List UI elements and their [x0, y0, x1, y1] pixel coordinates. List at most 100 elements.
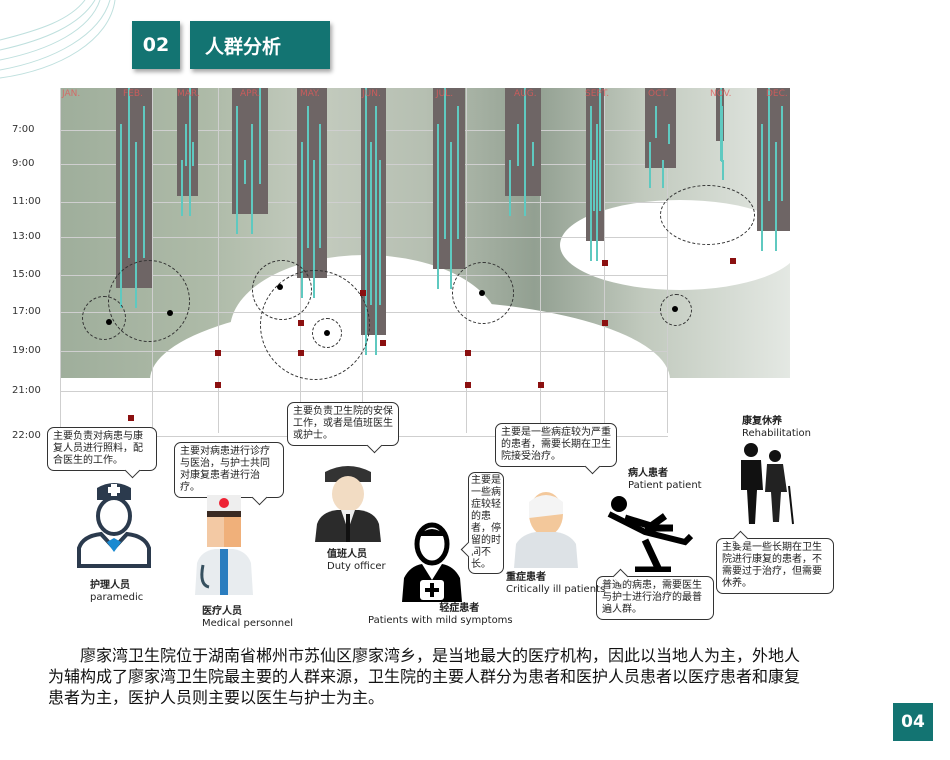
- description-paragraph: 廖家湾卫生院位于湖南省郴州市苏仙区廖家湾乡，是当地最大的医疗机构，因此以当地人为…: [48, 646, 801, 707]
- activity-line: [369, 142, 372, 306]
- time-label: 19:00: [12, 345, 41, 356]
- activity-line: [142, 106, 145, 258]
- grid-line: [540, 88, 541, 433]
- month-bar-aug: [505, 88, 541, 196]
- activity-line: [236, 106, 238, 234]
- event-marker: [465, 350, 471, 356]
- activity-line: [437, 124, 439, 289]
- grid-line: [218, 88, 219, 433]
- month-label: SEPT.: [585, 89, 610, 99]
- role-cn: 值班人员: [327, 549, 367, 560]
- activity-circle: [452, 262, 514, 324]
- activity-line: [767, 88, 770, 201]
- rehabilitation-icon: [741, 443, 794, 525]
- activity-line: [443, 88, 446, 239]
- time-label: 11:00: [12, 196, 41, 207]
- event-marker: [128, 415, 134, 421]
- activity-circle: [660, 185, 755, 245]
- month-label: MAR.: [177, 89, 200, 99]
- role-en: Critically ill patients: [506, 584, 606, 595]
- section-title: 人群分析: [190, 21, 330, 69]
- activity-line: [667, 124, 670, 144]
- activity-line: [524, 88, 526, 216]
- month-label: JUN.: [362, 89, 381, 99]
- month-label: MAY.: [300, 89, 320, 99]
- grid-line: [60, 88, 61, 433]
- activity-line: [192, 142, 195, 166]
- activity-line: [590, 106, 592, 261]
- activity-line: [251, 124, 253, 234]
- role-cn: 轻症患者: [439, 603, 480, 614]
- event-marker: [380, 340, 386, 346]
- activity-line: [721, 106, 723, 161]
- activity-line: [781, 106, 784, 201]
- time-label: 9:00: [12, 158, 35, 169]
- activity-line: [655, 106, 658, 138]
- role-en: Rehabilitation: [742, 428, 812, 439]
- activity-line: [319, 124, 321, 249]
- month-bar-apr: [232, 88, 268, 214]
- mild-patient-icon: [402, 522, 462, 602]
- activity-circle: [260, 270, 370, 380]
- activity-line: [127, 88, 130, 258]
- activity-line: [365, 88, 367, 356]
- patient-chair-icon: [607, 496, 694, 572]
- activity-line: [188, 88, 191, 216]
- decorative-curves: [0, 0, 116, 79]
- role-en: Patients with mild symptoms: [368, 615, 513, 626]
- critical-patient-icon: [514, 492, 578, 568]
- grid-line: [466, 88, 467, 433]
- month-label: FEB.: [123, 89, 143, 99]
- activity-line: [721, 160, 724, 180]
- activity-dot: [106, 319, 112, 325]
- time-label: 15:00: [12, 269, 41, 280]
- event-marker: [360, 290, 366, 296]
- activity-line: [379, 160, 382, 306]
- role-cn: 护理人员: [90, 580, 130, 591]
- month-label: APR.: [240, 89, 261, 99]
- activity-line: [761, 124, 763, 251]
- doctor-bubble: 主要对病患进行诊疗与医治，与护士共同对康复患者进行治疗。: [174, 442, 284, 498]
- activity-circle: [660, 294, 692, 326]
- activity-line: [374, 106, 377, 356]
- activity-line: [135, 142, 137, 308]
- activity-line: [120, 124, 122, 308]
- event-marker: [730, 258, 736, 264]
- activity-line: [596, 124, 598, 261]
- mild-bubble: 主要是一些病症较轻的患者，停留的时间不长。: [468, 472, 504, 574]
- activity-dot: [277, 284, 283, 290]
- duty-bubble: 主要负责卫生院的安保工作，或者是值班医生或护士。: [287, 402, 399, 446]
- event-marker: [602, 320, 608, 326]
- critical-bubble: 主要是一些病症较为严重的患者，需要长期在卫生院接受治疗。: [495, 423, 617, 467]
- activity-line: [307, 106, 309, 249]
- role-cn: 医疗人员: [202, 606, 242, 617]
- role-en: Medical personnel: [202, 618, 294, 629]
- activity-dot: [672, 306, 678, 312]
- activity-dot: [479, 290, 485, 296]
- activity-line: [450, 142, 452, 289]
- rehab-bubble: 主要是一些长期在卫生院进行康复的患者，不需要过于治疗，但需要休养。: [716, 538, 834, 594]
- activity-line: [184, 124, 187, 166]
- grid-line: [60, 391, 668, 392]
- event-marker: [465, 382, 471, 388]
- activity-circle: [108, 260, 190, 342]
- activity-line: [516, 124, 519, 166]
- role-cn: 病人患者: [628, 468, 668, 479]
- role-en: Patient patient: [628, 480, 702, 491]
- grid-line: [60, 351, 668, 352]
- month-label: AUG.: [514, 89, 537, 99]
- activity-line: [258, 88, 261, 184]
- time-label: 21:00: [12, 385, 41, 396]
- activity-line: [181, 160, 183, 216]
- event-marker: [215, 350, 221, 356]
- duty-officer-icon: [315, 466, 381, 542]
- section-number: 02: [132, 21, 180, 69]
- role-cn: 康复休养: [742, 416, 782, 427]
- activity-line: [649, 142, 651, 188]
- activity-line: [531, 142, 534, 166]
